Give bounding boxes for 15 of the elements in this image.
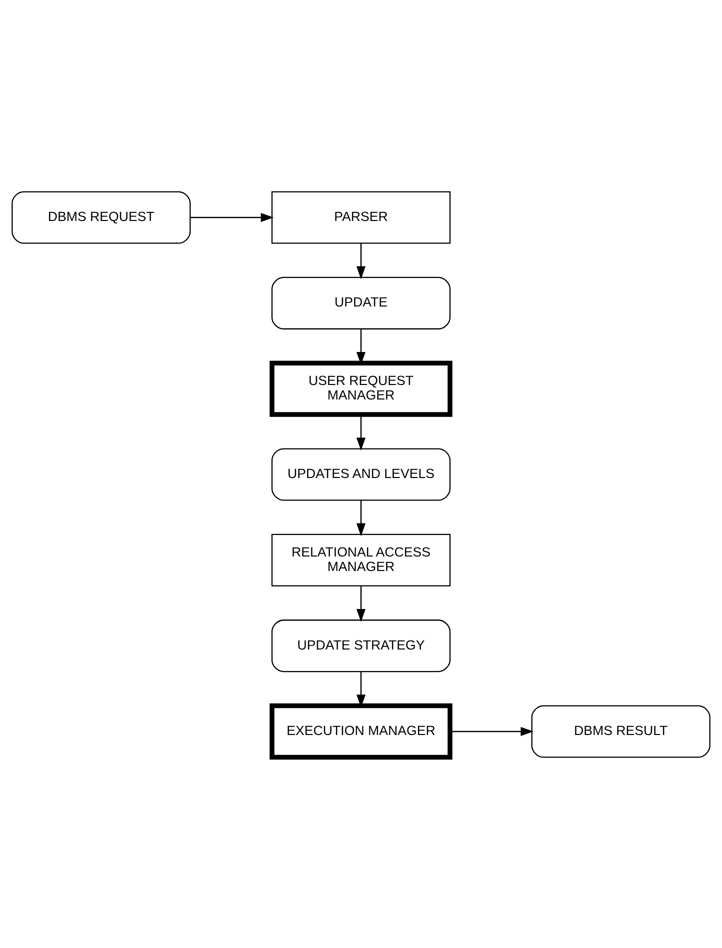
arrow — [450, 726, 534, 736]
arrow — [356, 586, 366, 622]
node-box: UPDATES AND LEVELS — [271, 448, 451, 500]
node-box: USER REQUEST MANAGER — [270, 360, 452, 416]
node-box: PARSER — [271, 190, 451, 244]
node-box: UPDATE STRATEGY — [271, 619, 451, 672]
arrow — [356, 243, 366, 279]
arrow — [190, 212, 274, 222]
arrow — [356, 414, 366, 450]
node-box: DBMS RESULT — [531, 704, 710, 758]
node-box: EXECUTION MANAGER — [270, 702, 452, 760]
node-box: DBMS REQUEST — [12, 190, 191, 244]
node-box: UPDATE — [271, 276, 451, 329]
node-box: RELATIONAL ACCESS MANAGER — [271, 533, 451, 586]
arrow — [356, 500, 366, 536]
